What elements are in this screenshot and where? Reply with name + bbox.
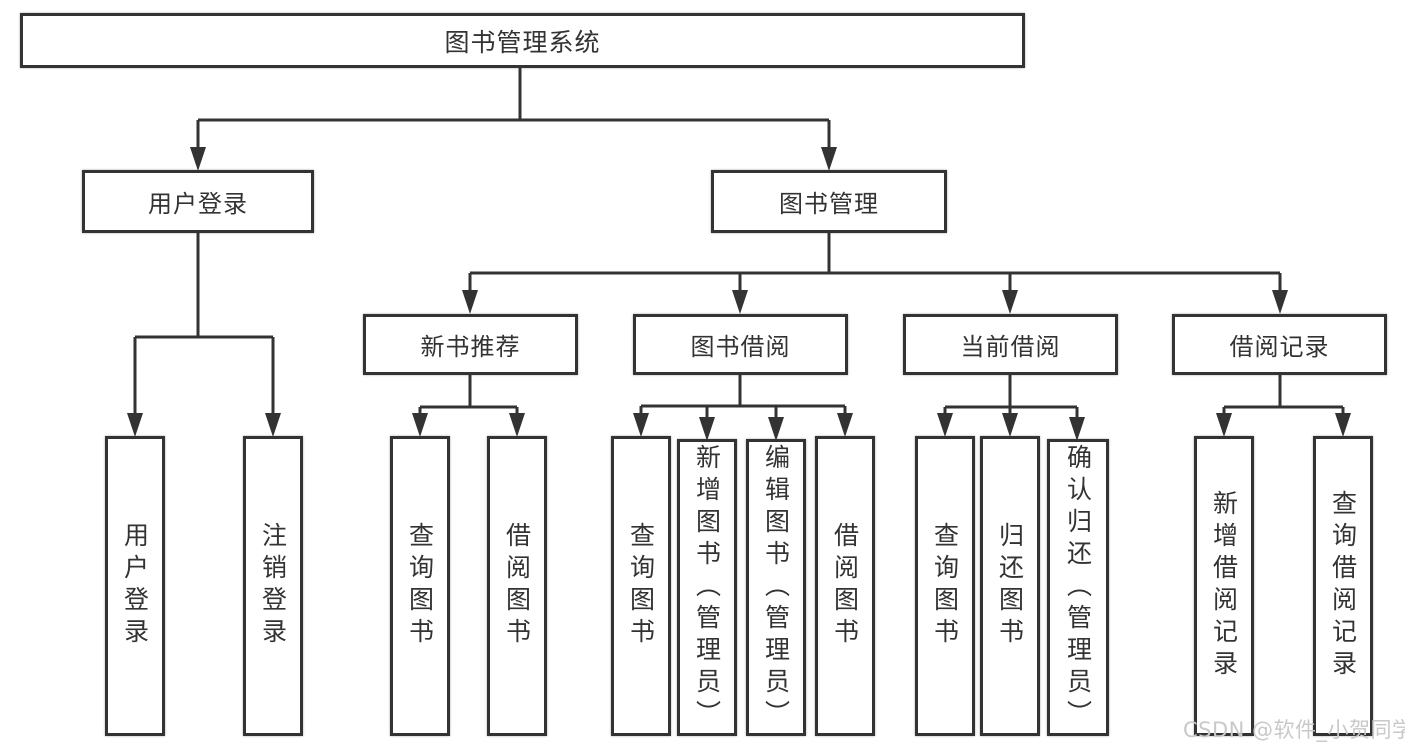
leaf-logout: 注销登录 [243,436,303,736]
leaf-borrow-books-borrow: 借阅图书 [815,436,875,736]
node-library-system: 图书管理系统 [20,13,1025,68]
leaf-confirm-return-admin: 确认归还（管理员） [1047,439,1109,736]
leaf-user-login: 用户登录 [105,436,165,736]
node-new-book-recommend: 新书推荐 [363,314,578,375]
csdn-watermark: CSDN @软件_小贺同学 [1183,718,1405,742]
leaf-add-borrow-record: 新增借阅记录 [1194,436,1254,736]
leaf-add-book-admin: 新增图书（管理员） [677,439,737,736]
leaf-edit-book-admin: 编辑图书（管理员） [746,439,806,736]
leaf-borrow-books-recommend: 借阅图书 [487,436,547,736]
leaf-query-borrow-record: 查询借阅记录 [1313,436,1373,736]
node-user-login: 用户登录 [82,170,314,233]
leaf-return-book: 归还图书 [980,436,1040,736]
leaf-query-books-borrow: 查询图书 [611,436,671,736]
leaf-query-books-recommend: 查询图书 [390,436,450,736]
node-book-management: 图书管理 [711,170,947,233]
leaf-query-books-current: 查询图书 [915,436,975,736]
node-book-borrowing: 图书借阅 [633,314,848,375]
node-borrowing-records: 借阅记录 [1172,314,1387,375]
node-current-borrowing: 当前借阅 [903,314,1118,375]
